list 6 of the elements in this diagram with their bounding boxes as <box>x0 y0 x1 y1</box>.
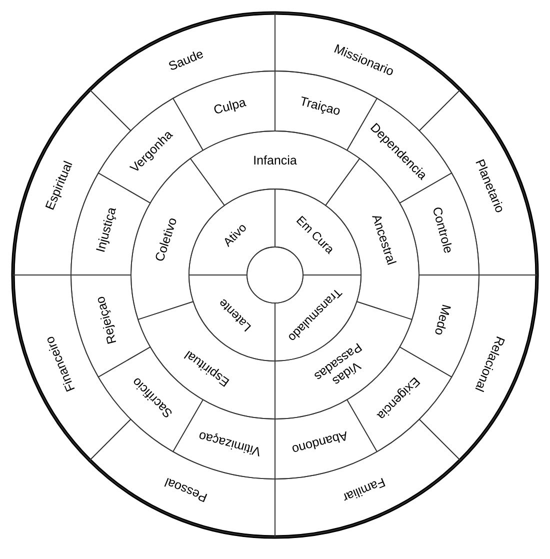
ring-segment: Infancia <box>190 130 360 206</box>
ring-segment: Culpa <box>172 70 276 151</box>
ring-segment: Rejeiçao <box>70 274 151 378</box>
ring-segment: Medo <box>399 274 480 378</box>
ring-segment: Abandono <box>274 399 378 480</box>
ring-segment: Injustiça <box>70 172 151 276</box>
